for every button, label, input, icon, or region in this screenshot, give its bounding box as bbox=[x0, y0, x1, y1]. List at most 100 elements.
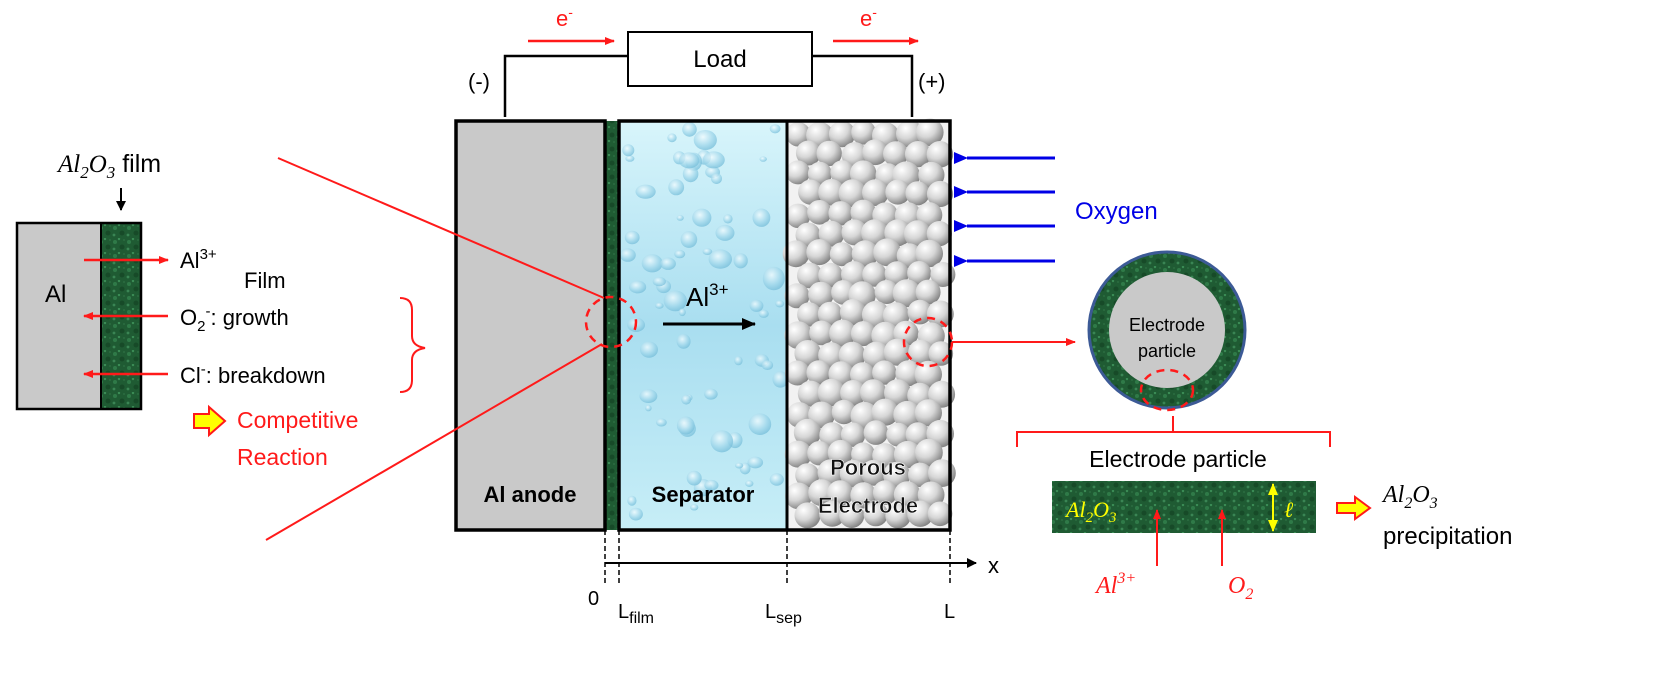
separator-droplet bbox=[704, 388, 718, 400]
reactant-al-label: Al3+ bbox=[1094, 570, 1136, 599]
electrode-sphere bbox=[872, 480, 898, 505]
cell-outline bbox=[617, 119, 952, 532]
electrode-sphere bbox=[874, 280, 899, 304]
electrode-sphere bbox=[795, 140, 821, 166]
electrode-sphere bbox=[828, 201, 853, 226]
competitive-label-line1: Competitive bbox=[237, 407, 358, 433]
electrode-sphere bbox=[908, 339, 934, 366]
electrode-sphere bbox=[850, 199, 877, 226]
electrode-sphere bbox=[797, 380, 824, 407]
x-axis: x 0 Lfilm Lsep L bbox=[588, 530, 999, 627]
electrode-sphere bbox=[927, 501, 953, 527]
separator-droplet bbox=[639, 389, 658, 403]
inset-al-label: Al bbox=[45, 281, 66, 308]
particle-label-line1: Electrode bbox=[1129, 315, 1205, 335]
separator-droplet bbox=[710, 430, 734, 453]
electrode-sphere bbox=[926, 180, 954, 208]
separator-droplet bbox=[678, 308, 686, 317]
electrode-sphere bbox=[841, 219, 868, 246]
electrode-sphere bbox=[785, 482, 812, 510]
electrode-sphere bbox=[884, 261, 909, 286]
electrode-sphere bbox=[851, 120, 876, 145]
electrode-sphere bbox=[797, 262, 823, 289]
electrode-sphere bbox=[883, 141, 909, 167]
film-inset-title: Al2O3 film bbox=[56, 150, 161, 182]
separator-droplet bbox=[640, 341, 658, 358]
electrode-sphere bbox=[895, 360, 922, 387]
particle-core bbox=[1109, 272, 1225, 388]
electrode-sphere bbox=[794, 502, 821, 529]
separator-droplet bbox=[759, 156, 767, 162]
separator-droplet bbox=[622, 144, 635, 157]
electrode-sphere bbox=[905, 181, 930, 206]
competitive-label-line2: Reaction bbox=[237, 444, 328, 470]
electrode-sphere bbox=[818, 220, 845, 247]
electrode-sphere bbox=[893, 400, 921, 429]
separator-droplet bbox=[619, 248, 636, 262]
electrode-sphere bbox=[908, 462, 933, 487]
separator-droplet bbox=[682, 122, 697, 137]
separator-droplet bbox=[704, 479, 719, 491]
electrode-sphere bbox=[907, 299, 933, 325]
electrode-sphere bbox=[860, 379, 887, 406]
zoom-line-upper bbox=[277, 157, 605, 299]
electrode-sphere bbox=[839, 459, 868, 488]
electrode-sphere bbox=[816, 140, 842, 167]
oxide-film-layer bbox=[605, 121, 619, 530]
electrode-sphere bbox=[807, 200, 832, 225]
separator-droplet bbox=[745, 480, 754, 487]
electrode-sphere bbox=[817, 378, 846, 407]
left-wire bbox=[503, 54, 628, 117]
separator-droplet bbox=[752, 208, 771, 227]
electrode-sphere bbox=[862, 139, 889, 166]
electrode-sphere bbox=[826, 480, 854, 507]
separator-droplet bbox=[676, 416, 695, 435]
electrode-sphere bbox=[807, 161, 832, 186]
electrode-sphere bbox=[838, 179, 867, 208]
electrode-sphere bbox=[862, 262, 887, 287]
film-zoom-circle bbox=[584, 295, 638, 349]
electrode-sphere bbox=[828, 120, 856, 148]
electrode-sphere bbox=[784, 440, 812, 468]
electrode-sphere bbox=[863, 501, 888, 527]
cell: Al anode Separator Porous Electrode Al3+ bbox=[454, 118, 956, 532]
electrode-sphere bbox=[798, 179, 824, 205]
film-word-label: Film bbox=[244, 268, 286, 293]
separator-droplet bbox=[681, 394, 692, 405]
electrode-sphere bbox=[871, 398, 899, 426]
external-circuit: Load (-) (+) e- e- bbox=[468, 4, 946, 117]
electrode-sphere bbox=[785, 203, 811, 228]
separator-droplet bbox=[635, 184, 656, 199]
electrode-sphere bbox=[886, 422, 911, 447]
thickness-symbol: ℓ bbox=[1284, 497, 1294, 522]
strip-title: Electrode particle bbox=[1089, 446, 1267, 472]
particle-inset: Electrode particle Electrode particle Al… bbox=[1016, 250, 1512, 603]
separator-droplet bbox=[723, 214, 733, 224]
separator-droplet bbox=[769, 124, 781, 134]
separator-droplet bbox=[676, 215, 684, 221]
load-box bbox=[627, 31, 813, 87]
electrode-sphere bbox=[914, 360, 942, 389]
electrode-sphere bbox=[818, 262, 843, 288]
tick-label-film: Lfilm bbox=[618, 601, 654, 627]
competition-bracket bbox=[399, 297, 426, 393]
x-axis-label: x bbox=[988, 553, 999, 578]
precipitation-arrow bbox=[1336, 495, 1372, 521]
al-anode bbox=[456, 121, 605, 530]
strip-oxide-label: Al2O3 bbox=[1064, 497, 1116, 526]
separator-droplet bbox=[686, 470, 702, 486]
electrode-sphere bbox=[915, 279, 941, 305]
o2-growth-label: O2-: growth bbox=[180, 303, 289, 335]
separator-droplet bbox=[733, 253, 748, 269]
electron-label-left: e- bbox=[556, 4, 573, 31]
ion-label: Al3+ bbox=[686, 280, 729, 312]
electrode-sphere bbox=[818, 179, 845, 206]
separator-droplet bbox=[735, 462, 744, 469]
separator-droplet bbox=[758, 309, 769, 318]
separator-droplets bbox=[619, 122, 789, 521]
right-wire bbox=[812, 54, 914, 117]
electrode-sphere bbox=[893, 440, 922, 469]
electrode-sphere bbox=[839, 502, 865, 528]
tick-label-sep: Lsep bbox=[765, 601, 802, 627]
